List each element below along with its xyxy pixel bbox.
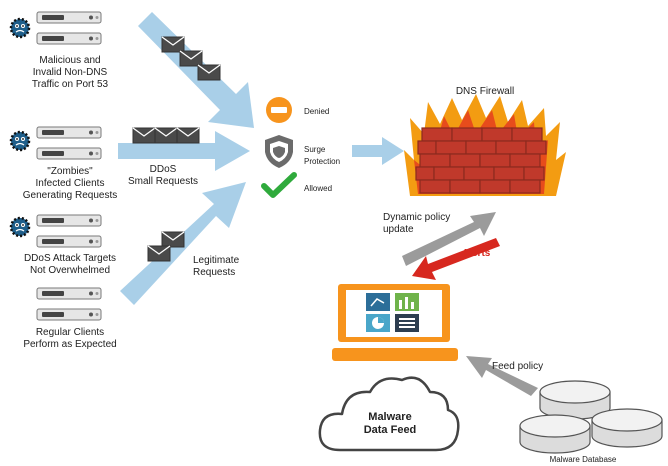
checkmark-icon — [261, 172, 297, 198]
label-line: Malware — [368, 411, 412, 423]
virus-icon — [9, 130, 31, 152]
label-line: DDoS Attack Targets — [23, 253, 117, 264]
envelope-icon — [161, 36, 185, 53]
label-line: Traffic on Port 53 — [31, 79, 109, 90]
denied-label: Denied — [304, 107, 330, 116]
feed-policy-arrow — [466, 356, 538, 396]
virus-icon — [9, 216, 31, 238]
virus-icon — [9, 17, 31, 39]
firewall-title: DNS Firewall — [455, 86, 515, 97]
monitor-icon — [332, 284, 458, 361]
alerts-label: Alerts — [462, 248, 491, 259]
label-line: update — [383, 224, 414, 235]
cloud-label: Malware Data Feed — [340, 411, 440, 437]
label-line: Perform as Expected — [23, 339, 117, 350]
label-line: "Zombies" — [47, 166, 93, 177]
label-line: Invalid Non-DNS — [32, 67, 108, 78]
server-icon — [36, 126, 102, 160]
cloud-icon — [318, 376, 460, 452]
envelope-icon — [147, 245, 171, 262]
label-line: Not Overwhelmed — [29, 265, 111, 276]
alerts-arrow — [412, 238, 500, 280]
label-line: DDoS — [149, 164, 177, 175]
label-line: Surge — [304, 145, 326, 154]
server-icon — [36, 11, 102, 45]
envelope-icon — [132, 127, 156, 144]
server-icon — [36, 287, 102, 321]
source-label-malicious: Malicious and Invalid Non-DNS Traffic on… — [10, 55, 130, 91]
label-line: Generating Requests — [22, 190, 118, 201]
denied-icon — [266, 97, 292, 123]
ddos-requests-label: DDoS Small Requests — [118, 164, 208, 188]
envelope-icon — [154, 127, 178, 144]
label-line: Small Requests — [127, 176, 199, 187]
envelope-icon — [176, 127, 200, 144]
shield-icon — [265, 135, 293, 168]
database-label: Malware Database — [549, 455, 617, 464]
envelope-icon — [179, 50, 203, 67]
envelope-icon — [197, 64, 221, 81]
label-line: Malicious and — [39, 55, 101, 66]
envelope-icon — [161, 231, 185, 248]
label-line: Infected Clients — [35, 178, 105, 189]
label-line: Requests — [193, 267, 236, 278]
dynamic-policy-arrow — [402, 212, 496, 266]
allowed-label: Allowed — [304, 184, 333, 193]
source-label-ddos-targets: DDoS Attack Targets Not Overwhelmed — [10, 253, 130, 277]
label-line: Dynamic policy — [383, 212, 451, 223]
flow-arrow-to-firewall — [352, 137, 404, 165]
label-line: Regular Clients — [35, 327, 105, 338]
feed-policy-label: Feed policy — [492, 361, 544, 372]
flow-arrow-malicious — [138, 12, 254, 128]
firewall-icon — [404, 94, 566, 196]
label-line: Legitimate — [193, 255, 240, 266]
dynamic-policy-label: Dynamic policy update — [383, 212, 483, 236]
label-line: Data Feed — [363, 424, 417, 436]
surge-protection-label: Surge Protection — [304, 144, 364, 168]
flow-arrow-zombies — [118, 131, 250, 171]
server-icon — [36, 214, 102, 248]
legitimate-requests-label: Legitimate Requests — [193, 255, 273, 279]
label-line: Protection — [304, 157, 341, 166]
source-label-zombies: "Zombies" Infected Clients Generating Re… — [10, 166, 130, 202]
database-icon — [519, 380, 663, 454]
source-label-regular-clients: Regular Clients Perform as Expected — [10, 327, 130, 351]
